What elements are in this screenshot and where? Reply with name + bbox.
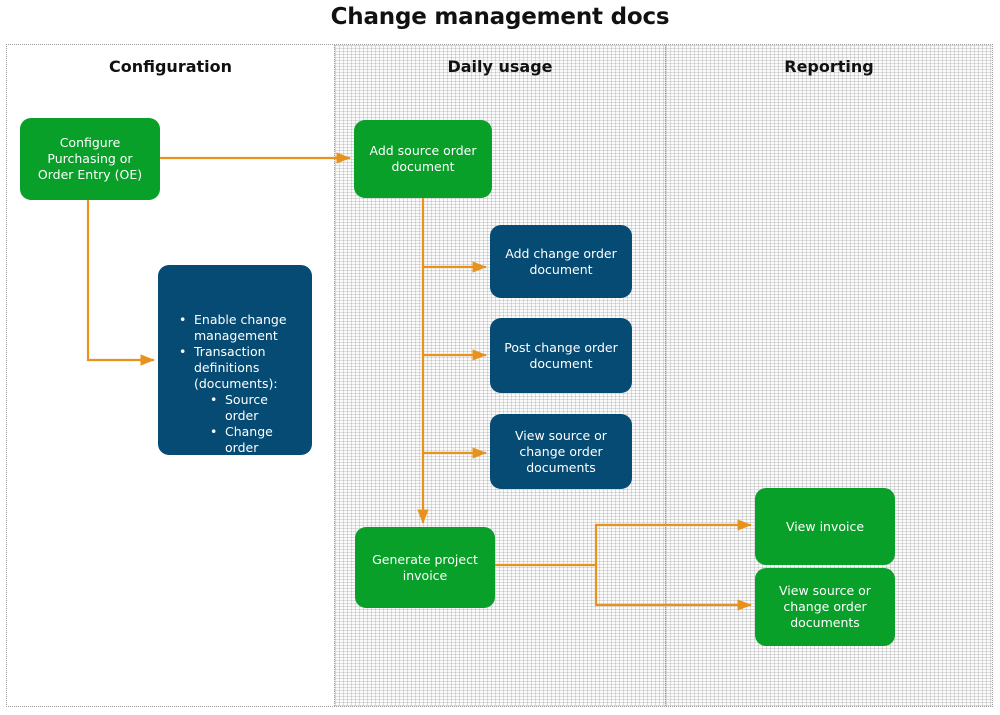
bullet-item: Transaction definitions (documents): Sou…	[178, 344, 302, 456]
node-add-source-order-document[interactable]: Add source order document	[354, 120, 492, 198]
bullet-label: Source order	[225, 392, 268, 423]
page-title: Change management docs	[330, 4, 670, 30]
node-view-source-or-change-order-documents-daily[interactable]: View source or change order documents	[490, 414, 632, 489]
bullet-label: Transaction definitions (documents):	[194, 344, 278, 391]
node-generate-project-invoice[interactable]: Generate project invoice	[355, 527, 495, 608]
node-label: Configure Purchasing or Order Entry (OE)	[37, 135, 143, 182]
node-configure-purchasing[interactable]: Configure Purchasing or Order Entry (OE)	[20, 118, 160, 200]
bullet-item: Enable change management	[178, 312, 302, 344]
node-add-change-order-document[interactable]: Add change order document	[490, 225, 632, 298]
node-enable-change-management[interactable]: Enable change management Transaction def…	[158, 265, 312, 455]
node-label: Post change order document	[504, 339, 618, 371]
node-label: View source or change order documents	[779, 583, 871, 630]
swimlane-header-reporting: Reporting	[784, 57, 874, 76]
bullet-sublist: Source order Change order	[194, 392, 302, 456]
node-label: View invoice	[785, 518, 865, 534]
node-label: View source or change order documents	[515, 427, 607, 475]
node-label: Add source order document	[369, 143, 477, 174]
bullet-subitem: Change order	[209, 424, 302, 456]
bullet-label: Change order	[225, 424, 273, 455]
bullet-list: Enable change management Transaction def…	[178, 312, 302, 456]
node-view-source-or-change-order-documents-reporting[interactable]: View source or change order documents	[755, 568, 895, 646]
bullet-subitem: Source order	[209, 392, 302, 424]
node-label: Generate project invoice	[372, 551, 478, 583]
node-post-change-order-document[interactable]: Post change order document	[490, 318, 632, 393]
node-label: Add change order document	[505, 245, 617, 277]
swimlane-header-daily-usage: Daily usage	[447, 57, 553, 76]
swimlane-header-configuration: Configuration	[108, 57, 233, 76]
bullet-label: Enable change management	[194, 312, 287, 343]
node-view-invoice[interactable]: View invoice	[755, 488, 895, 565]
